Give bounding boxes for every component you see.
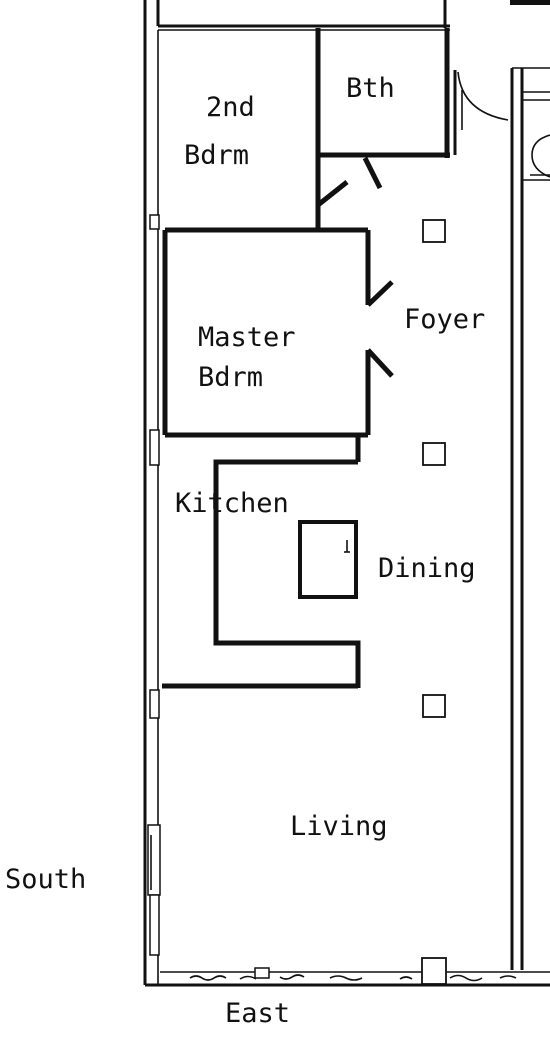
master-bedroom-walls	[162, 227, 394, 462]
east-corridor	[453, 67, 550, 970]
second-bedroom-walls	[315, 155, 349, 228]
bathroom-label: Bth	[346, 73, 395, 104]
west-exterior-wall	[143, 0, 161, 985]
columns	[422, 219, 446, 718]
second-bedroom-label-line1: 2nd	[206, 92, 255, 123]
second-bedroom-label-line2: Bdrm	[184, 140, 249, 171]
master-bedroom-label-line2: Bdrm	[198, 362, 263, 393]
kitchen-counters	[162, 459, 361, 689]
column-2	[422, 442, 446, 466]
bathroom-walls	[315, 28, 450, 190]
master-bedroom-label-line1: Master	[198, 322, 296, 353]
kitchen-label: Kitchen	[175, 488, 289, 519]
south-exterior-wall	[145, 957, 550, 987]
south-label: South	[5, 864, 86, 895]
foyer-label: Foyer	[404, 304, 485, 335]
living-label: Living	[290, 811, 388, 842]
column-1	[422, 219, 446, 243]
dining-label: Dining	[378, 553, 476, 584]
top-strip	[156, 0, 550, 31]
east-label: East	[225, 998, 290, 1029]
column-3	[422, 694, 446, 718]
